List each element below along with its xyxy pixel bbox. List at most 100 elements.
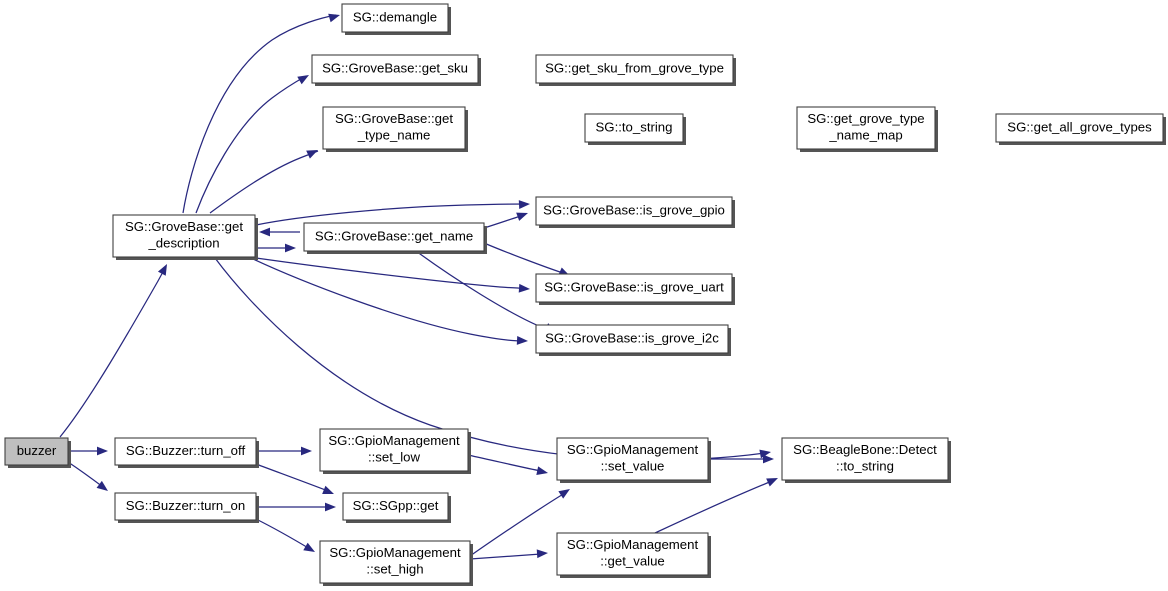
node-box[interactable]: [556, 532, 709, 576]
node-box[interactable]: [311, 54, 479, 84]
node-box[interactable]: [112, 214, 256, 258]
graph-node-to_string[interactable]: SG::to_string: [584, 113, 686, 145]
node-label-line: SG::GpioManagement: [329, 545, 461, 560]
edge-get_description-to-get_name: [256, 243, 296, 253]
edge-line: [255, 257, 528, 290]
edge-line: [255, 518, 311, 550]
node-box[interactable]: [319, 428, 469, 472]
graph-node-set_high[interactable]: SG::GpioManagement::set_high: [319, 540, 473, 586]
graph-node-get_type_name[interactable]: SG::GroveBase::get_type_name: [322, 106, 468, 152]
node-box[interactable]: [535, 196, 733, 226]
nodes-layer: buzzerSG::GroveBase::get_descriptionSG::…: [4, 3, 1166, 586]
node-label-line: SG::demangle: [353, 9, 437, 24]
graph-node-get_sku_from[interactable]: SG::get_sku_from_grove_type: [535, 54, 736, 86]
edge-line: [182, 14, 337, 214]
graph-node-is_grove_gpio[interactable]: SG::GroveBase::is_grove_gpio: [535, 196, 735, 228]
node-box[interactable]: [796, 106, 936, 150]
edge-line: [67, 461, 104, 488]
edge-line: [654, 480, 773, 534]
node-box[interactable]: [995, 113, 1164, 143]
node-label-line: ::get_value: [600, 554, 665, 569]
edge-line: [483, 242, 566, 275]
edge-get_description-to-get_sku: [195, 75, 309, 214]
node-label-line: SG::to_string: [596, 119, 673, 134]
edge-line: [255, 203, 529, 226]
node-box[interactable]: [322, 106, 466, 150]
edge-buzzer-to-get_description: [59, 264, 167, 438]
node-label-line: SG::get_all_grove_types: [1007, 119, 1152, 134]
graph-node-all_types[interactable]: SG::get_all_grove_types: [995, 113, 1166, 145]
arrowhead-icon: [297, 75, 309, 85]
edge-set_value-to-detect_to_string: [708, 454, 774, 464]
node-label-line: SG::BeagleBone::Detect: [793, 442, 937, 457]
arrowhead-icon: [516, 336, 528, 345]
graph-node-get_sku[interactable]: SG::GroveBase::get_sku: [311, 54, 481, 86]
edge-get_description-to-get_type_name: [209, 150, 319, 214]
edge-get_description-to-is_grove_uart: [255, 257, 530, 293]
node-box[interactable]: [342, 492, 449, 521]
node-box[interactable]: [114, 437, 257, 466]
node-box[interactable]: [535, 273, 733, 303]
node-box[interactable]: [535, 324, 729, 354]
edge-get_name-to-get_description: [259, 227, 300, 237]
node-label-line: ::set_high: [366, 562, 423, 577]
arrowhead-icon: [536, 466, 548, 476]
node-box[interactable]: [556, 437, 709, 481]
edge-line: [415, 250, 554, 332]
arrowhead-icon: [322, 485, 334, 494]
edge-turn_off-to-sgpp_get: [255, 463, 334, 494]
graph-node-is_grove_uart[interactable]: SG::GroveBase::is_grove_uart: [535, 273, 735, 305]
node-label-line: SG::GroveBase::is_grove_gpio: [543, 202, 725, 217]
node-label-line: SG::get_grove_type: [807, 111, 924, 126]
edge-line: [255, 463, 329, 492]
edge-get_description-to-is_grove_i2c: [250, 257, 528, 345]
edge-line: [469, 492, 566, 557]
edge-set_high-to-get_value: [469, 549, 548, 560]
graph-node-detect_to_string[interactable]: SG::BeagleBone::Detect::to_string: [781, 437, 951, 483]
edge-line: [209, 150, 319, 214]
node-box[interactable]: [584, 113, 684, 143]
graph-node-sgpp_get[interactable]: SG::SGpp::get: [342, 492, 451, 523]
node-label-line: SG::GroveBase::get_name: [315, 228, 473, 243]
graph-node-turn_on[interactable]: SG::Buzzer::turn_on: [114, 492, 259, 523]
graph-node-name_map[interactable]: SG::get_grove_type_name_map: [796, 106, 938, 152]
node-label-line: buzzer: [17, 443, 57, 458]
arrowhead-icon: [97, 446, 108, 456]
node-box[interactable]: [4, 437, 69, 466]
graph-node-set_low[interactable]: SG::GpioManagement::set_low: [319, 428, 471, 474]
node-label-line: ::set_low: [368, 450, 421, 465]
edge-turn_on-to-set_high: [255, 518, 315, 552]
arrowhead-icon: [766, 478, 778, 487]
graph-node-is_grove_i2c[interactable]: SG::GroveBase::is_grove_i2c: [535, 324, 731, 356]
edge-buzzer-to-turn_off: [68, 446, 108, 456]
graph-node-turn_off[interactable]: SG::Buzzer::turn_off: [114, 437, 259, 468]
graph-node-get_name[interactable]: SG::GroveBase::get_name: [303, 222, 487, 254]
node-box[interactable]: [341, 3, 449, 33]
node-label-line: _description: [147, 236, 219, 251]
graph-node-get_description[interactable]: SG::GroveBase::get_description: [112, 214, 258, 260]
node-label-line: ::to_string: [836, 459, 894, 474]
node-label-line: SG::get_sku_from_grove_type: [545, 60, 724, 75]
node-box[interactable]: [781, 437, 949, 481]
arrowhead-icon: [96, 480, 108, 491]
node-box[interactable]: [319, 540, 471, 584]
node-box[interactable]: [303, 222, 485, 252]
arrowhead-icon: [536, 549, 548, 559]
graph-node-set_value[interactable]: SG::GpioManagement::set_value: [556, 437, 711, 483]
arrowhead-icon: [157, 264, 167, 276]
node-label-line: SG::GpioManagement: [567, 442, 699, 457]
node-box[interactable]: [114, 492, 257, 521]
edge-line: [469, 553, 542, 560]
graph-node-demangle[interactable]: SG::demangle: [341, 3, 451, 35]
arrowhead-icon: [303, 542, 315, 552]
edge-get_description-to-is_grove_gpio: [255, 200, 530, 226]
graph-node-get_value[interactable]: SG::GpioManagement::get_value: [556, 532, 711, 578]
node-label-line: SG::GroveBase::is_grove_i2c: [545, 330, 719, 345]
arrowhead-icon: [328, 13, 340, 23]
node-label-line: ::set_value: [601, 459, 665, 474]
arrowhead-icon: [259, 227, 270, 237]
node-box[interactable]: [535, 54, 734, 84]
edge-turn_off-to-set_low: [256, 446, 312, 456]
graph-node-buzzer[interactable]: buzzer: [4, 437, 71, 468]
